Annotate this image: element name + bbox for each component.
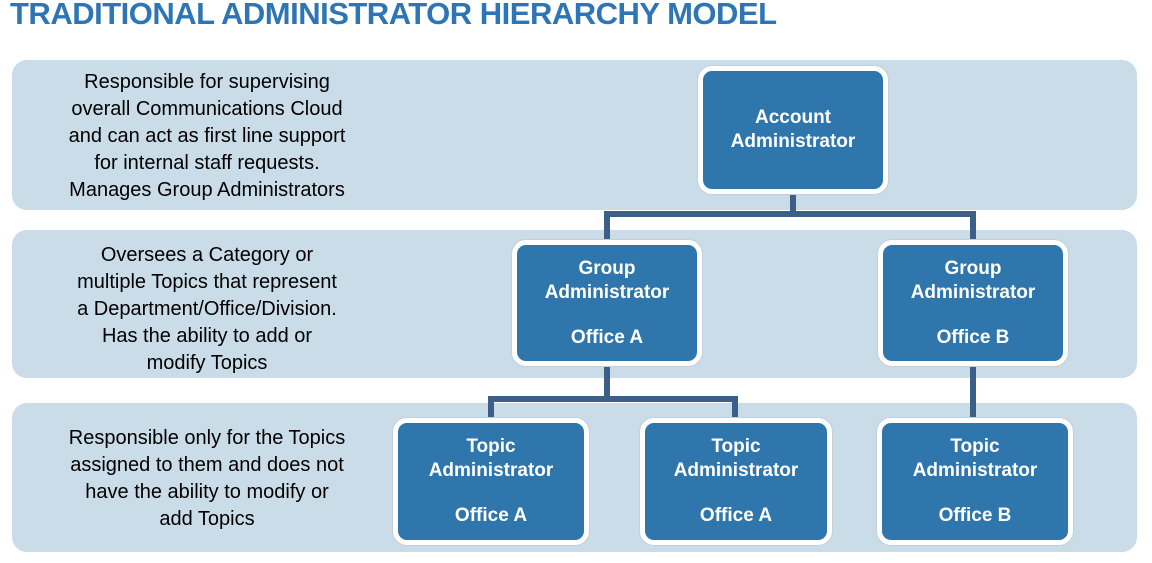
node-role-label: Topic Administrator — [912, 436, 1038, 481]
node-role-label: Topic Administrator — [673, 436, 799, 481]
connector-drop-topic-1 — [488, 396, 494, 421]
node-office-label: Office B — [936, 326, 1010, 348]
node-role-label: Group Administrator — [910, 257, 1036, 303]
connector-drop-group-b — [970, 211, 976, 242]
node-group-administrator-office-b: Group Administrator Office B — [878, 240, 1068, 366]
description-account-level: Responsible for supervising overall Comm… — [68, 71, 346, 201]
node-office-label: Office A — [570, 326, 644, 348]
node-topic-administrator-office-a-2: Topic Administrator Office A — [640, 418, 832, 545]
node-office-label: Office A — [699, 505, 773, 526]
connector-group-a-stem — [604, 366, 610, 402]
connector-drop-group-a — [604, 211, 610, 242]
band-account-level — [12, 60, 1137, 210]
node-role-label: Topic Administrator — [428, 436, 554, 481]
connector-account-branch — [604, 211, 976, 217]
description-topic-level: Responsible only for the Topics assigned… — [68, 427, 346, 530]
connector-drop-topic-2 — [732, 396, 738, 421]
node-office-label: Office B — [938, 505, 1012, 526]
connector-group-b-to-topic-3 — [970, 366, 976, 421]
node-account-administrator: Account Administrator — [698, 66, 888, 194]
connector-group-a-branch — [488, 396, 738, 402]
node-role-label: Account Administrator — [730, 107, 856, 152]
connector-account-stem — [790, 194, 796, 216]
node-topic-administrator-office-b: Topic Administrator Office B — [877, 418, 1073, 545]
node-role-label: Group Administrator — [544, 257, 670, 303]
page-title: TRADITIONAL ADMINISTRATOR HIERARCHY MODE… — [10, 0, 777, 31]
node-group-administrator-office-a: Group Administrator Office A — [512, 240, 702, 366]
node-office-label: Office A — [454, 505, 528, 526]
description-group-level: Oversees a Category or multiple Topics t… — [77, 244, 337, 374]
node-topic-administrator-office-a-1: Topic Administrator Office A — [393, 418, 589, 545]
